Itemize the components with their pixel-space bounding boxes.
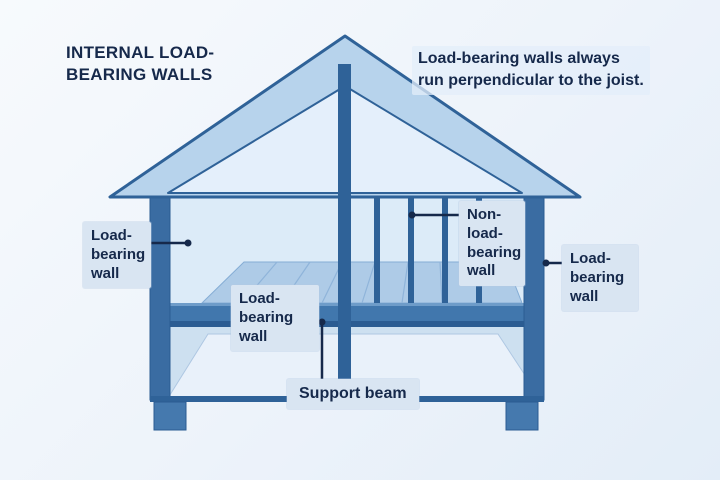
- right-load-bearing-wall: [523, 189, 545, 401]
- left-load-bearing-wall: [149, 189, 171, 401]
- label-non-load-bearing-wall: Non- load- bearing wall: [459, 201, 525, 286]
- label-center-load-bearing-wall: Load- bearing wall: [231, 285, 319, 352]
- label-right-load-bearing-wall: Load- bearing wall: [562, 245, 638, 312]
- label-support-beam: Support beam: [287, 379, 419, 409]
- footings: [153, 401, 539, 431]
- diagram-title: INTERNAL LOAD- BEARING WALLS: [66, 43, 215, 85]
- floor-beam: [168, 303, 540, 327]
- callout-leaders: [150, 211, 562, 379]
- support-beam-post: [338, 64, 351, 396]
- perpendicular-note: Load-bearing walls always run perpendicu…: [412, 46, 650, 95]
- label-left-load-bearing-wall: Load- bearing wall: [83, 222, 151, 289]
